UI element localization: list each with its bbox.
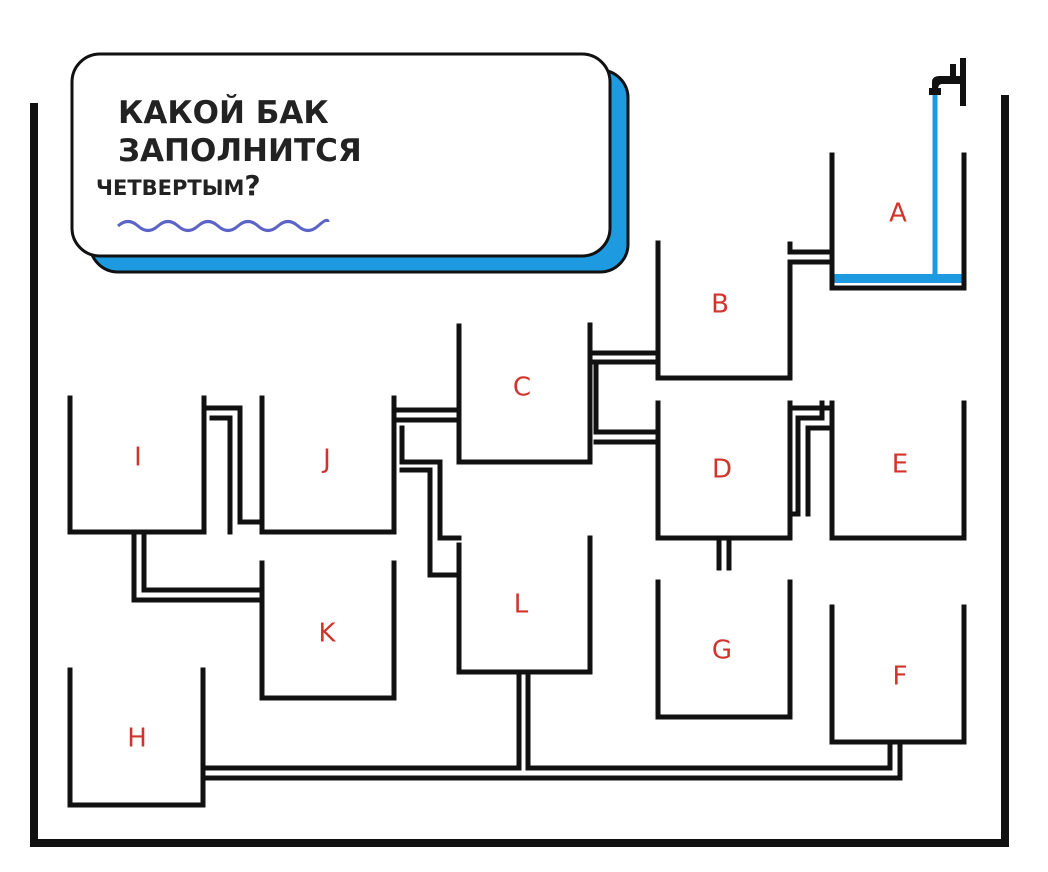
tank-b — [655, 240, 793, 381]
title-line-3: ЧЕТВЕРТЫМ? — [96, 169, 261, 202]
title-question-mark: ? — [244, 169, 260, 202]
pipe-i-to-k — [131, 529, 265, 603]
tank-k — [259, 560, 397, 701]
title-card-panel — [70, 52, 612, 258]
pipe-d-to-g — [716, 535, 732, 571]
tank-g — [655, 579, 793, 720]
tank-label-g: G — [712, 636, 732, 666]
pipe-b-overflow — [587, 323, 661, 365]
title-line-2: ЗАПОЛНИТСЯ — [118, 133, 362, 169]
tank-label-a: A — [889, 199, 907, 229]
outer-container-frame — [30, 95, 1009, 847]
tank-label-i: I — [134, 443, 142, 473]
tank-c — [456, 322, 593, 465]
tank-h — [67, 667, 206, 808]
tank-label-b: B — [711, 290, 729, 320]
pipe-c-to-l — [399, 425, 462, 578]
tank-l — [456, 535, 593, 675]
tank-label-j: J — [321, 445, 331, 475]
connecting-pipes — [131, 241, 903, 781]
tank-label-c: C — [513, 373, 531, 403]
wavy-underline-icon — [116, 218, 330, 232]
pipe-to-d — [593, 359, 661, 445]
pipe-a-to-b — [787, 241, 835, 265]
pipe-d-to-e — [787, 400, 835, 527]
pipe-c-overflow — [391, 395, 462, 423]
title-line-1: КАКОЙ БАК — [118, 95, 329, 131]
pipe-j-to-i — [201, 395, 265, 535]
tank-label-h: H — [127, 724, 147, 754]
tank-label-k: K — [318, 619, 336, 649]
tank-e — [829, 400, 967, 541]
tank-i — [67, 395, 207, 535]
pipe-bottom-h-to-f — [200, 739, 903, 781]
tank-label-e: E — [892, 450, 908, 480]
pipe-l-down — [516, 669, 531, 771]
tank-label-d: D — [712, 455, 732, 485]
tank-label-l: L — [514, 590, 529, 620]
title-line-3-text: ЧЕТВЕРТЫМ — [96, 176, 244, 200]
water-fill-tank-a — [832, 274, 964, 283]
water-tap-icon — [929, 58, 966, 106]
title-card: КАКОЙ БАК ЗАПОЛНИТСЯ ЧЕТВЕРТЫМ? — [70, 52, 630, 274]
tank-a — [829, 152, 967, 291]
tank-label-f: F — [893, 662, 908, 692]
